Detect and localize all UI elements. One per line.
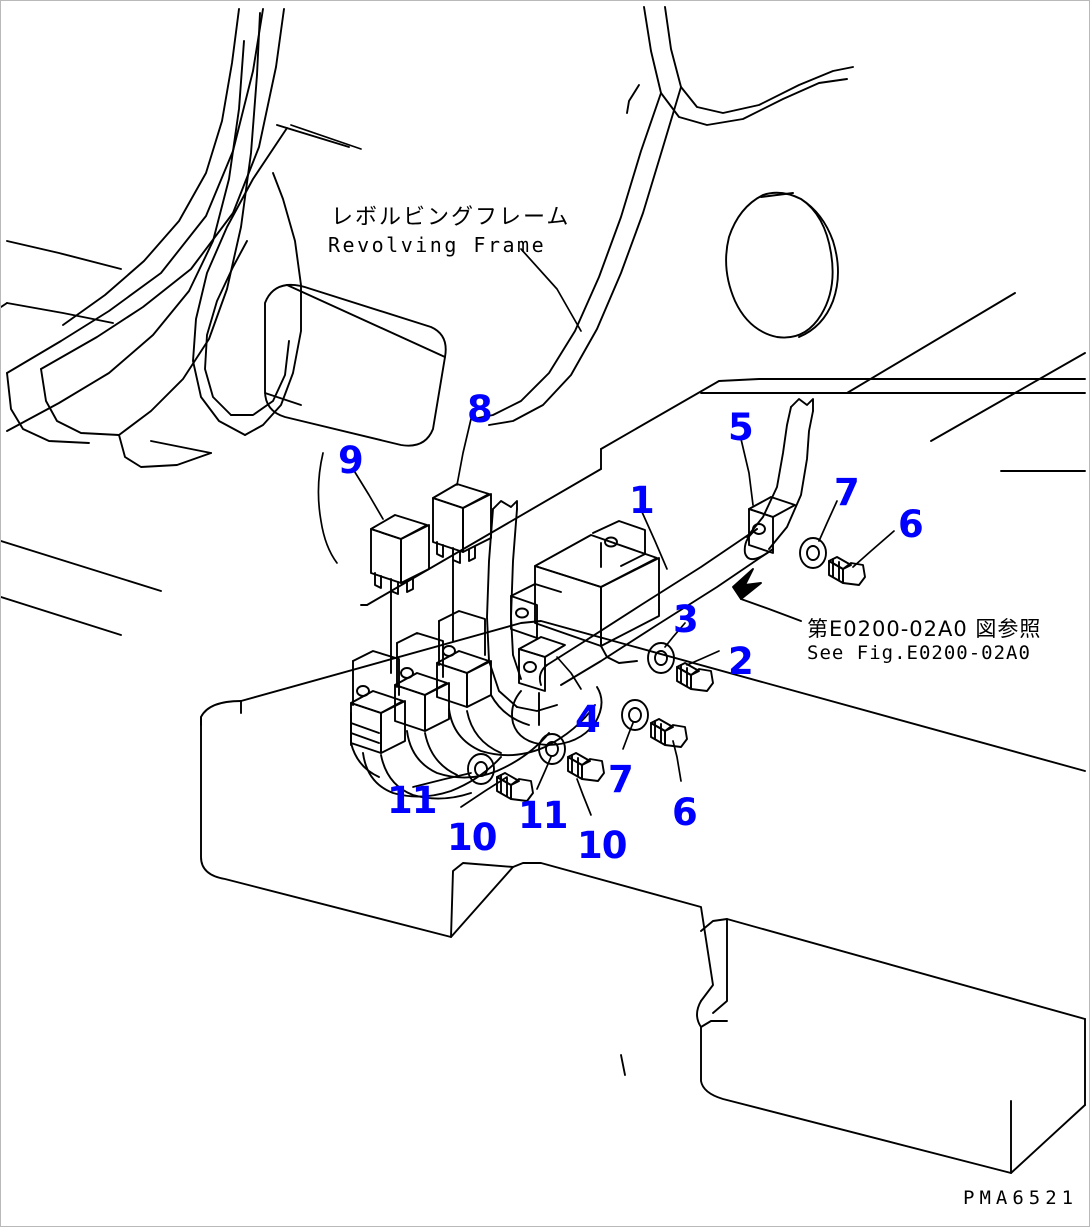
part-9-relay xyxy=(370,514,430,674)
deck-guide-lines xyxy=(1,540,368,714)
reference-arrow xyxy=(732,568,802,622)
fastener-bolt-6a xyxy=(828,556,866,586)
reference-note-japanese: 第E0200-02A0 図参照 xyxy=(807,617,1042,641)
frame-rib-sweep xyxy=(192,127,302,436)
harness-curved-hose xyxy=(746,398,814,550)
harness-stub xyxy=(626,84,640,114)
callout-number-9-relay: 9 xyxy=(338,439,364,482)
callout-number-4-clamp: 4 xyxy=(575,698,601,741)
lower-platform xyxy=(200,620,1086,1174)
fastener-washer-11a xyxy=(467,753,495,785)
part-8-relay xyxy=(432,483,492,642)
callout-number-7-washer: 7 xyxy=(608,758,634,801)
callout-number-6-bolt: 6 xyxy=(898,503,924,546)
fastener-bolt-6b xyxy=(650,718,688,748)
frame-rib-left xyxy=(6,8,285,444)
fastener-bolt-10a xyxy=(496,772,534,802)
frame-rib-center xyxy=(62,8,261,468)
fastener-washer-7a xyxy=(799,537,827,569)
callout-number-1-relay-box: 1 xyxy=(629,479,655,522)
callout-number-2-bolt: 2 xyxy=(728,640,754,683)
harness-main-loom xyxy=(472,6,854,426)
callout-number-10-bolt: 10 xyxy=(447,816,497,859)
callout-number-11-washer: 11 xyxy=(387,779,437,822)
fastener-bolt-10b xyxy=(567,752,605,782)
callout-number-5-bracket-clamp: 5 xyxy=(728,406,754,449)
callout-number-10-bolt: 10 xyxy=(577,824,627,867)
callout-number-3-washer: 3 xyxy=(673,598,699,641)
bent-conduit xyxy=(486,500,558,712)
title-leader xyxy=(290,124,582,332)
callout-number-6-bolt: 6 xyxy=(672,791,698,834)
frame-cylinder xyxy=(264,283,447,447)
drawing-code: PMA6521 xyxy=(963,1187,1079,1209)
frame-rib-hook xyxy=(204,240,290,416)
deck-oval-hole xyxy=(725,191,839,339)
fastener-washer-7b xyxy=(621,699,649,731)
fastener-washer-3 xyxy=(647,642,675,674)
callout-number-7-washer: 7 xyxy=(834,471,860,514)
reference-note-english: See Fig.E0200-02A0 xyxy=(807,642,1031,664)
frame-title-japanese: レボルビングフレーム xyxy=(331,205,571,230)
callout-number-8-relay: 8 xyxy=(467,388,493,431)
relay-socket-bank xyxy=(350,610,492,754)
callout-number-11-washer: 11 xyxy=(518,794,568,837)
fastener-washer-11b xyxy=(538,733,566,765)
callout-leader-lines xyxy=(317,418,895,816)
part-1-relay-box xyxy=(510,520,660,664)
deck-plate-right xyxy=(366,292,1086,606)
frame-deck-upper xyxy=(1,124,350,454)
fastener-bolt-2 xyxy=(676,662,714,692)
frame-title-english: Revolving Frame xyxy=(328,233,547,257)
